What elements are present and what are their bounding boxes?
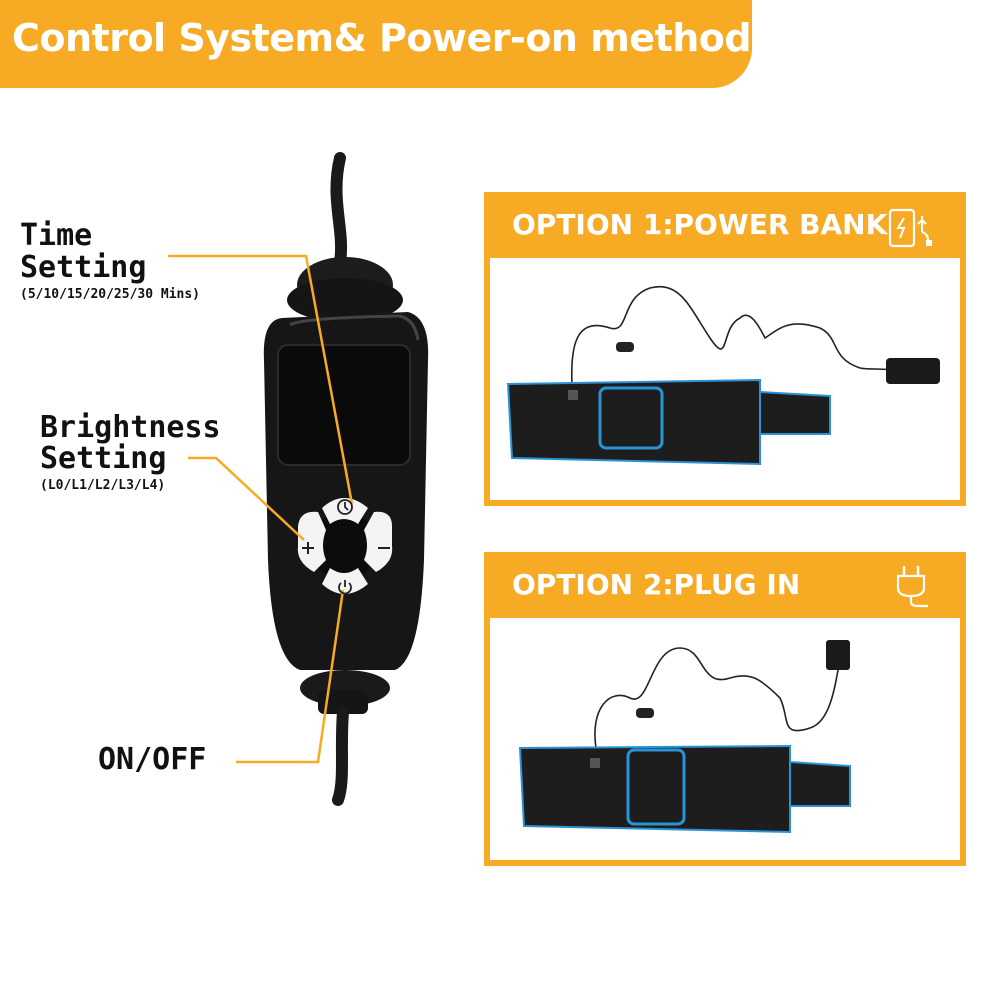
brightness-setting-options: (L0/L1/L2/L3/L4) bbox=[40, 478, 166, 493]
option-2-title: OPTION 2:PLUG IN bbox=[512, 568, 801, 601]
on-off-label: ON/OFF bbox=[98, 742, 207, 777]
brightness-setting-label-line2: Setting bbox=[40, 441, 167, 476]
plus-icon bbox=[302, 542, 314, 554]
power-icon bbox=[338, 580, 352, 595]
option-2-panel: OPTION 2:PLUG IN bbox=[484, 552, 966, 866]
belt-plug-image bbox=[518, 640, 851, 834]
option-2-photo bbox=[490, 618, 960, 860]
plug-icon bbox=[896, 566, 928, 608]
power-bank-icon bbox=[888, 208, 932, 248]
page-title: Control System& Power-on method bbox=[12, 16, 752, 60]
controller-illustration bbox=[168, 152, 429, 806]
option-1-photo bbox=[490, 258, 960, 500]
time-setting-options: (5/10/15/20/25/30 Mins) bbox=[20, 287, 201, 302]
time-setting-label-line2: Setting bbox=[20, 250, 147, 285]
brightness-setting-label-line1: Brightness bbox=[40, 410, 221, 445]
option-1-title: OPTION 1:POWER BANK bbox=[512, 208, 888, 241]
belt-power-bank-image bbox=[506, 285, 940, 466]
option-1-panel: OPTION 1:POWER BANK bbox=[484, 192, 966, 506]
clock-icon bbox=[337, 499, 353, 515]
header-banner: Control System& Power-on method bbox=[0, 0, 752, 88]
time-setting-label-line1: Time bbox=[20, 218, 93, 253]
minus-icon bbox=[378, 547, 390, 549]
